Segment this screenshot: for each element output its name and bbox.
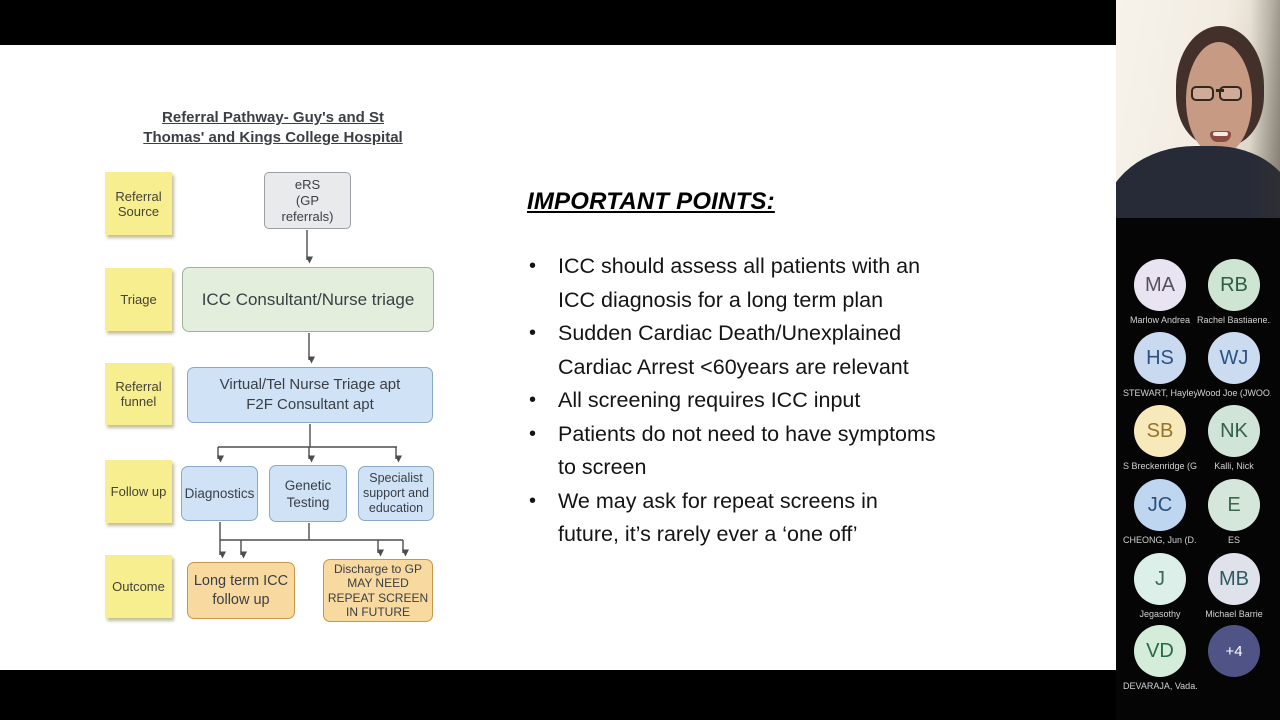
avatar: NK <box>1208 405 1260 457</box>
participant-tile[interactable]: MB Michael Barrie <box>1197 553 1271 619</box>
participants-sidebar: MA Marlow Andrea RB Rachel Bastiaene... … <box>1116 0 1280 720</box>
letterbox-bottom-bar <box>0 670 1116 720</box>
node-ers-gp-referrals: eRS (GP referrals) <box>264 172 351 229</box>
overflow-count-badge: +4 <box>1208 625 1260 677</box>
node-virtual-tel-triage: Virtual/Tel Nurse Triage apt F2F Consult… <box>187 367 433 423</box>
participant-tile[interactable]: RB Rachel Bastiaene... <box>1197 259 1271 325</box>
participant-name: Jegasothy <box>1139 609 1181 619</box>
node-specialist-support: Specialist support and education <box>358 466 434 521</box>
node-discharge-to-gp: Discharge to GP MAY NEED REPEAT SCREEN I… <box>323 559 433 622</box>
participant-tile[interactable]: JC CHEONG, Jun (D... <box>1123 479 1197 545</box>
letterbox-top-bar <box>0 0 1116 45</box>
avatar: MB <box>1208 553 1260 605</box>
avatar: J <box>1134 553 1186 605</box>
participant-tile[interactable]: MA Marlow Andrea <box>1123 259 1197 325</box>
participant-tile-overflow[interactable]: +4 <box>1197 625 1271 677</box>
participant-name: DEVARAJA, Vada... <box>1123 681 1197 691</box>
speaker-video-tile[interactable] <box>1116 0 1280 218</box>
participant-name: Wood Joe (JWOO... <box>1197 388 1271 398</box>
avatar: RB <box>1208 259 1260 311</box>
avatar: HS <box>1134 332 1186 384</box>
participant-tile[interactable]: HS STEWART, Hayley... <box>1123 332 1197 398</box>
sticky-triage: Triage <box>105 268 172 331</box>
participant-name: Marlow Andrea <box>1129 315 1191 325</box>
avatar: WJ <box>1208 332 1260 384</box>
participant-tile[interactable]: E ES <box>1197 479 1271 545</box>
participant-tile[interactable]: J Jegasothy <box>1123 553 1197 619</box>
speaker-glasses <box>1191 86 1249 101</box>
avatar: E <box>1208 479 1260 531</box>
participant-name: Kalli, Nick <box>1214 461 1254 471</box>
avatar: VD <box>1134 625 1186 677</box>
shared-slide: Referral Pathway- Guy's and St Thomas' a… <box>0 45 1116 670</box>
participant-name: Michael Barrie <box>1205 609 1263 619</box>
glasses-right-lens <box>1219 86 1242 101</box>
bullet-item: Sudden Cardiac Death/Unexplained Cardiac… <box>527 317 1027 384</box>
bullet-item: ICC should assess all patients with an I… <box>527 250 1027 317</box>
flowchart-title: Referral Pathway- Guy's and St Thomas' a… <box>143 109 403 146</box>
participant-tile[interactable]: SB S Breckenridge (G... <box>1123 405 1197 471</box>
participant-name: ES <box>1227 535 1240 545</box>
participant-name: S Breckenridge (G... <box>1123 461 1197 471</box>
speaker-teeth <box>1213 132 1228 136</box>
glasses-left-lens <box>1191 86 1214 101</box>
sticky-referral-source: Referral Source <box>105 172 172 235</box>
important-points-section: IMPORTANT POINTS: ICC should assess all … <box>527 188 1027 552</box>
bullet-item: All screening requires ICC input <box>527 384 1027 418</box>
speaker-torso <box>1116 146 1280 218</box>
bullet-item: Patients do not need to have symptoms to… <box>527 418 1027 485</box>
node-diagnostics: Diagnostics <box>181 466 258 521</box>
participant-tile[interactable]: NK Kalli, Nick <box>1197 405 1271 471</box>
participant-name: Rachel Bastiaene... <box>1197 315 1271 325</box>
video-shading <box>1250 0 1280 218</box>
sticky-outcome: Outcome <box>105 555 172 618</box>
avatar: MA <box>1134 259 1186 311</box>
important-points-heading: IMPORTANT POINTS: <box>527 188 775 215</box>
participant-tile[interactable]: WJ Wood Joe (JWOO... <box>1197 332 1271 398</box>
participant-name: STEWART, Hayley... <box>1123 388 1197 398</box>
avatar: JC <box>1134 479 1186 531</box>
participant-tile[interactable]: VD DEVARAJA, Vada... <box>1123 625 1197 691</box>
glasses-bridge <box>1216 89 1224 92</box>
node-long-term-icc-follow-up: Long term ICC follow up <box>187 562 295 619</box>
speaker-mouth <box>1210 131 1231 142</box>
bullet-item: We may ask for repeat screens in future,… <box>527 485 1027 552</box>
node-icc-consultant-nurse-triage: ICC Consultant/Nurse triage <box>182 267 434 332</box>
sticky-follow-up: Follow up <box>105 460 172 523</box>
node-genetic-testing: Genetic Testing <box>269 465 347 522</box>
important-points-list: ICC should assess all patients with an I… <box>527 250 1027 552</box>
participant-name: CHEONG, Jun (D... <box>1123 535 1197 545</box>
avatar: SB <box>1134 405 1186 457</box>
sticky-referral-funnel: Referral funnel <box>105 363 172 425</box>
